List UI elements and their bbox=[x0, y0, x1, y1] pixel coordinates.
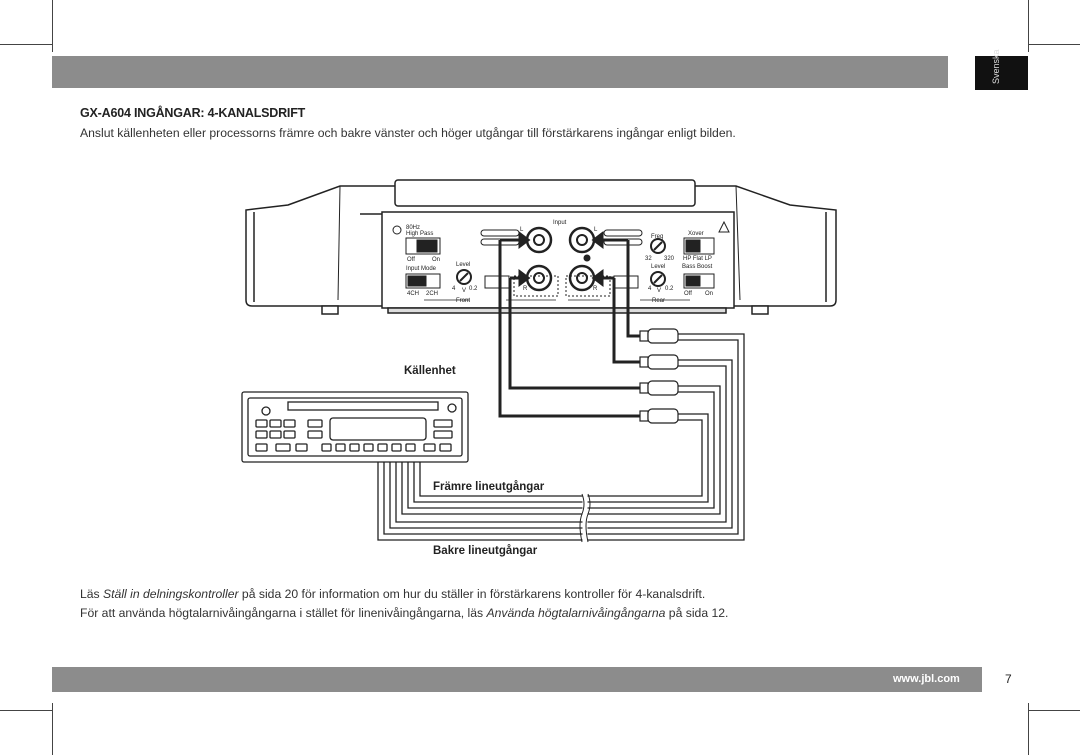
right-label: R bbox=[523, 286, 528, 292]
crop-mark bbox=[0, 44, 52, 45]
input-label: Input bbox=[553, 220, 567, 226]
off-label: Off bbox=[407, 257, 415, 263]
front-outputs-label: Främre lineutgångar bbox=[433, 481, 545, 493]
left-label: L bbox=[594, 227, 598, 233]
intro-text: Anslut källenheten eller processorns frä… bbox=[80, 126, 736, 140]
level-label: Level bbox=[651, 264, 665, 270]
input-cables bbox=[498, 231, 640, 418]
crop-mark bbox=[1028, 0, 1029, 52]
lvl-max-label: 4 bbox=[452, 286, 456, 292]
website-link[interactable]: www.jbl.com bbox=[893, 673, 960, 685]
crop-mark bbox=[1028, 44, 1080, 45]
input-mode-label: Input Mode bbox=[406, 266, 437, 272]
hp-flat-lp-label: HP Flat LP bbox=[683, 256, 712, 262]
2ch-label: 2CH bbox=[426, 291, 438, 297]
speaker-level-reference-text: För att använda högtalarnivåingångarna i… bbox=[80, 606, 729, 620]
head-unit bbox=[241, 391, 469, 463]
crop-mark bbox=[52, 0, 53, 52]
freq-min-label: 32 bbox=[645, 256, 652, 262]
bass-boost-label: Bass Boost bbox=[682, 264, 713, 270]
source-unit-label: Källenhet bbox=[404, 365, 456, 377]
crossover-reference-text: Läs Ställ in delningskontroller på sida … bbox=[80, 587, 706, 601]
lvl-min-label: 0.2 bbox=[469, 286, 478, 292]
amp-panel-text: 80Hz High Pass Off On Input Mode 4CH 2CH… bbox=[406, 220, 713, 304]
rear-label: Rear bbox=[652, 298, 665, 304]
page-number: 7 bbox=[1005, 672, 1012, 686]
rear-outputs-label: Bakre lineutgångar bbox=[433, 545, 538, 557]
language-tab: Svenska bbox=[975, 49, 1028, 90]
on-label: On bbox=[705, 291, 713, 297]
rca-plugs bbox=[639, 328, 679, 424]
right-label: R bbox=[593, 286, 598, 292]
volt-label: V bbox=[657, 288, 661, 294]
high-pass-label: High Pass bbox=[406, 231, 433, 237]
amp-control-panel bbox=[392, 220, 730, 301]
lvl-max-label: 4 bbox=[648, 286, 652, 292]
freq-max-label: 320 bbox=[664, 256, 675, 262]
crop-mark bbox=[1028, 710, 1080, 711]
off-label: Off bbox=[684, 291, 692, 297]
section-title: GX-A604 INGÅNGAR: 4-KANALSDRIFT bbox=[80, 106, 306, 120]
crop-mark bbox=[1028, 703, 1029, 755]
volt-label: V bbox=[462, 288, 466, 294]
left-label: L bbox=[520, 227, 524, 233]
amplifier bbox=[245, 179, 837, 315]
crop-mark bbox=[52, 703, 53, 755]
crop-mark bbox=[0, 710, 52, 711]
cable-break-lines bbox=[579, 493, 591, 543]
level-label: Level bbox=[456, 262, 470, 268]
header-bar bbox=[52, 56, 948, 88]
freq-label: Freq bbox=[651, 234, 663, 240]
xover-label: Xover bbox=[688, 231, 704, 237]
on-label: On bbox=[432, 257, 440, 263]
lvl-min-label: 0.2 bbox=[665, 286, 674, 292]
cable-bundle bbox=[377, 333, 745, 541]
footer-bar bbox=[52, 667, 982, 692]
hz-label: 80Hz bbox=[406, 225, 420, 231]
4ch-label: 4CH bbox=[407, 291, 419, 297]
front-label: Front bbox=[456, 298, 470, 304]
